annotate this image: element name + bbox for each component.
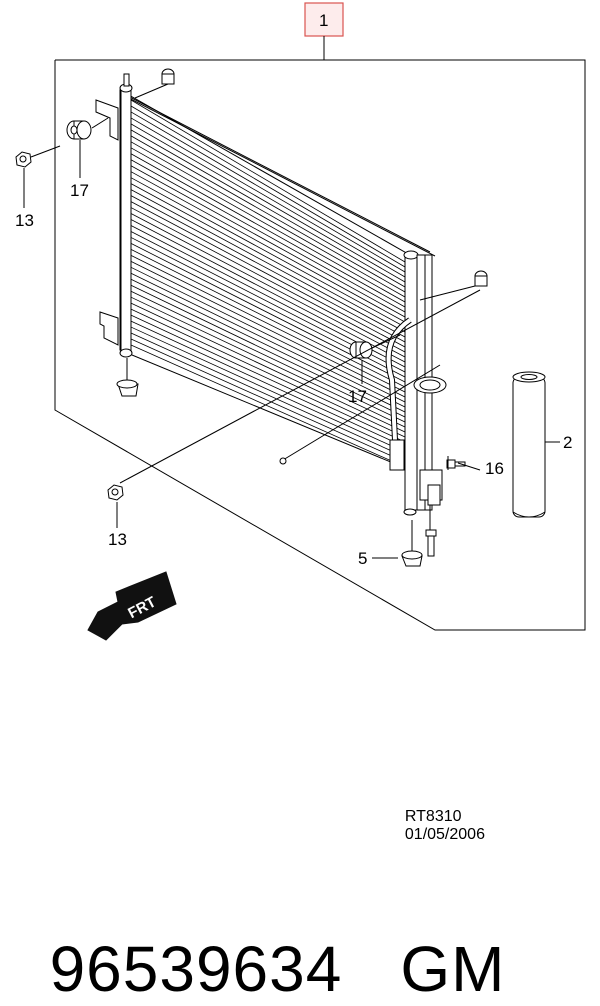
condenser-core [119,89,436,471]
condenser-fin [130,201,406,348]
front-direction-arrow: FRT [87,571,177,641]
condenser-fin [130,135,406,293]
condenser-fin [130,123,406,283]
condenser-fin [130,249,406,388]
small-screw [279,457,287,465]
condenser-fin [130,255,406,393]
condenser-fin [130,159,406,313]
bottom-mount-left [116,358,139,397]
condenser-fin [130,344,406,468]
condenser-fin [130,278,406,413]
condenser-fin [130,266,406,403]
callout-bolt-right: 16 [485,459,504,478]
assembly-frame [54,59,586,631]
condenser-fin [130,195,406,343]
receiver-drier [512,371,560,518]
condenser-fin [130,111,406,273]
condenser-fin [130,243,406,383]
condenser-fin [130,177,406,328]
condenser-fin [130,296,406,428]
callout-bushing-left: 17 [70,181,89,200]
condenser-fin [130,326,406,453]
ref-code-text: RT8310 [404,808,462,825]
bushing-left [66,117,109,140]
condenser-fin [130,290,406,423]
condenser-fin [130,308,406,438]
condenser-fin [130,338,406,463]
condenser-fin [130,213,406,358]
condenser-fin [130,314,406,443]
callout-drier: 2 [563,433,572,452]
part-number-line: 96539634 GM [12,858,505,1006]
condenser-exploded-diagram: 1 [15,2,586,641]
condenser-fin [130,105,406,268]
callout-assembly-label: 1 [319,11,328,30]
condenser-fin [130,320,406,448]
condenser-fin [130,260,406,398]
condenser-fin [130,207,406,353]
condenser-fin [130,189,406,338]
condenser-fin [130,302,406,433]
nut-bottom [107,484,124,501]
condenser-fin [130,171,406,323]
condenser-fin [130,147,406,303]
condenser-fin [130,165,406,318]
condenser-fin [130,153,406,308]
right-tank [385,250,447,516]
condenser-fin [130,219,406,363]
condenser-fin [130,332,406,458]
callout-assembly: 1 [304,2,344,60]
reference-code: RT8310 01/05/2006 [396,790,485,844]
bracket-bottom [401,505,437,567]
condenser-fin [130,272,406,408]
mount-right-top [419,270,488,301]
condenser-fin [130,99,406,263]
condenser-fin [130,183,406,333]
callout-bushing-center: 17 [348,387,367,406]
part-number: 96539634 [49,933,343,1005]
condenser-fin [130,129,406,288]
condenser-fin [130,141,406,298]
condenser-fin [130,117,406,278]
left-tank [95,73,133,358]
mount-top [134,68,175,99]
brand-name: GM [400,933,506,1005]
callout-nut-left: 13 [15,211,34,230]
bolt-right [446,456,481,471]
callout-nut-bottom: 13 [108,530,127,549]
callout-bracket-bottom: 5 [358,549,367,568]
condenser-fin [130,284,406,418]
ref-date-text: 01/05/2006 [404,826,485,843]
nut-left [15,145,61,168]
